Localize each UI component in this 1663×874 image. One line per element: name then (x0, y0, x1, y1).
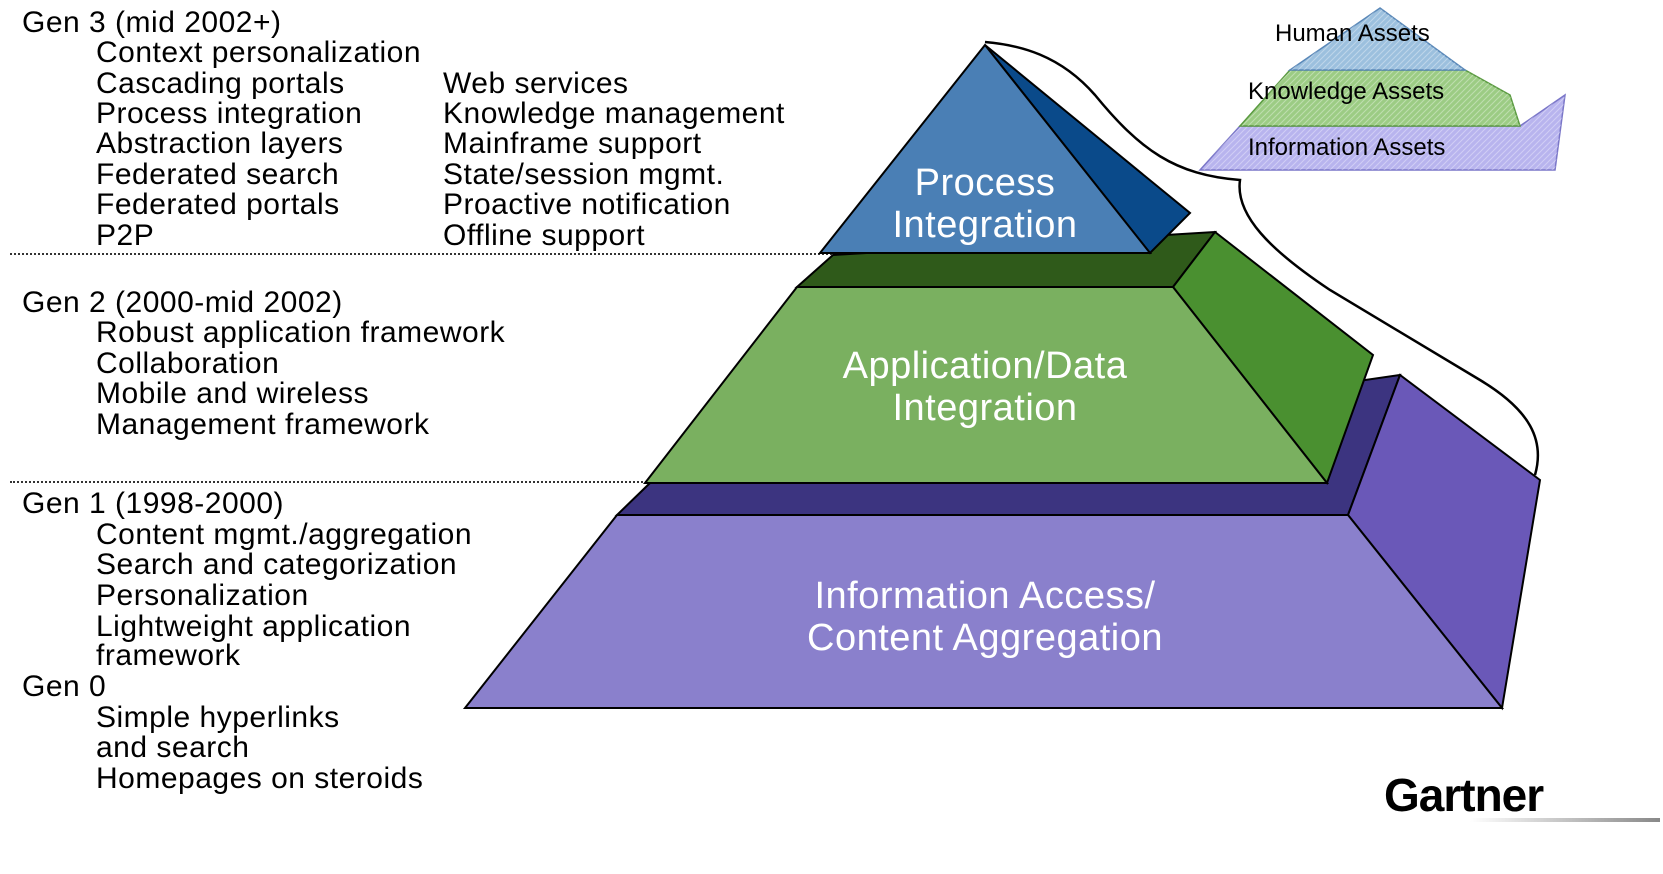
asset-mini-pyramid (1198, 7, 1566, 171)
gen0-item: and search (96, 731, 250, 764)
middle-tier-front-face (642, 286, 1330, 484)
gen3-item: Context personalization (96, 36, 422, 69)
gen1-heading: Gen 1 (1998-2000) (22, 487, 285, 520)
logo-underline (1470, 818, 1660, 822)
gen3-heading: Gen 3 (mid 2002+) (22, 6, 282, 39)
human-assets-label: Human Assets (1275, 20, 1430, 47)
top-tier-front-face (817, 43, 1153, 254)
label-line: Process (914, 162, 1056, 204)
gen2-item: Robust application framework (96, 316, 506, 349)
gen1-item: Lightweight application (96, 610, 412, 643)
gartner-logo: Gartner (1384, 769, 1544, 821)
gen2-divider (10, 481, 650, 483)
label-line: Integration (892, 387, 1078, 429)
gen3-divider (10, 253, 1180, 255)
gen1-item: Content mgmt./aggregation (96, 518, 473, 551)
gen2-heading: Gen 2 (2000-mid 2002) (22, 286, 343, 319)
gen3-col1-item: Federated search (96, 158, 340, 191)
gen3-col2-item: Mainframe support (443, 127, 702, 160)
gen0-item: Homepages on steroids (96, 762, 424, 795)
gen1-item: Personalization (96, 579, 309, 612)
gen2-item: Mobile and wireless (96, 377, 369, 410)
label-line: Information Access/ (814, 575, 1156, 617)
process-integration-label: Process Integration (845, 162, 1125, 246)
gen3-col2-item: State/session mgmt. (443, 158, 725, 191)
gen3-col2-item: Knowledge management (443, 97, 785, 130)
information-access-label: Information Access/ Content Aggregation (760, 575, 1210, 659)
gen3-col1-item: Cascading portals (96, 67, 345, 100)
bottom-tier-front-face (462, 514, 1505, 709)
gen3-col1-item: Process integration (96, 97, 363, 130)
gen0-heading: Gen 0 (22, 670, 107, 703)
gen2-item: Collaboration (96, 347, 280, 380)
label-line: Integration (892, 204, 1078, 246)
label-line: Content Aggregation (807, 617, 1163, 659)
knowledge-assets-label: Knowledge Assets (1248, 78, 1445, 105)
gen3-col1-item: Abstraction layers (96, 127, 344, 160)
gen3-col2-item: Offline support (443, 219, 646, 252)
gen2-item: Management framework (96, 408, 430, 441)
gen3-col2-item: Proactive notification (443, 188, 731, 221)
gen3-col1-item: Federated portals (96, 188, 340, 221)
gen1-item: Search and categorization (96, 548, 458, 581)
gen1-item: framework (96, 639, 241, 672)
information-assets-label: Information Assets (1248, 134, 1446, 161)
brace-line (984, 40, 1540, 476)
gen0-item: Simple hyperlinks (96, 701, 340, 734)
gen3-col1-item: P2P (96, 219, 155, 252)
application-data-integration-label: Application/Data Integration (820, 345, 1150, 429)
label-line: Application/Data (842, 345, 1128, 387)
gen3-col2-item: Web services (443, 67, 629, 100)
